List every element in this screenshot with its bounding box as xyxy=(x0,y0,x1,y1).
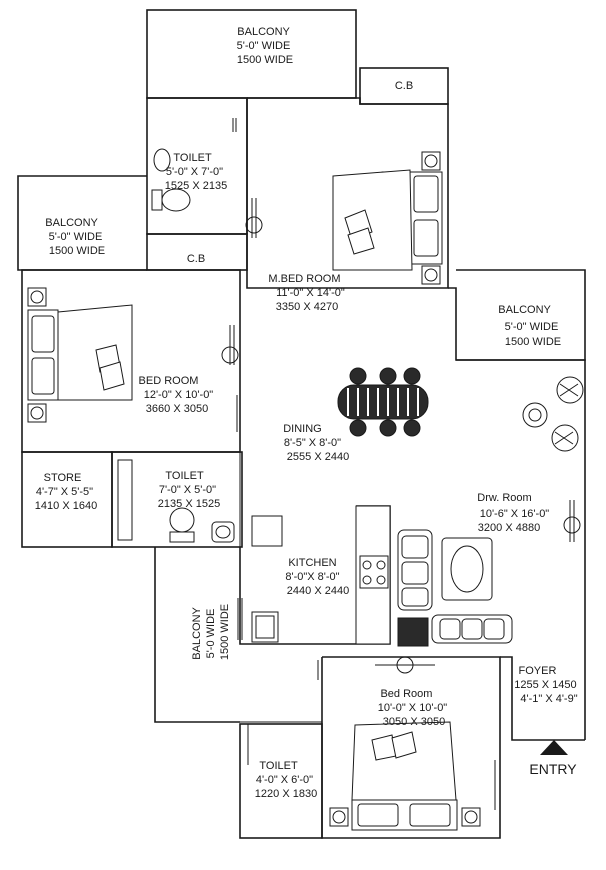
entry-arrow-icon xyxy=(540,740,568,755)
walls xyxy=(17,9,586,839)
label-store: STORE 4'-7" X 5'-5" 1410 X 1640 xyxy=(35,472,97,512)
label-master-bedroom: M.BED ROOM 11'-0" X 14'-0" 3350 X 4270 xyxy=(268,273,347,313)
label-balcony-right: BALCONY 5'-0" WIDE 1500 WIDE xyxy=(498,304,561,348)
master-bed xyxy=(332,151,443,285)
dining-table xyxy=(337,367,429,437)
toilet-fixtures xyxy=(117,148,235,543)
label-cb-top: C.B xyxy=(395,80,413,92)
label-foyer: FOYER 1255 X 1450 4'-1" X 4'-9" xyxy=(514,665,579,705)
sofa-set xyxy=(397,529,513,647)
doors xyxy=(221,118,581,810)
label-toilet-bottom: TOILET 4'-0" X 6'-0" 1220 X 1830 xyxy=(255,760,317,800)
kitchen-fixtures xyxy=(251,505,391,645)
bottom-bed xyxy=(329,721,481,831)
label-drawing-room: Drw. Room 10'-6" X 16'-0" 3200 X 4880 xyxy=(477,492,552,534)
label-bedroom-bottom: Bed Room 10'-0" X 10'-0" 3050 X 3050 xyxy=(378,688,451,728)
label-balcony-vertical: BALCONY 5'-0 WIDE 1500 WIDE xyxy=(191,604,231,660)
lounge-chairs xyxy=(522,376,584,452)
label-balcony-left: BALCONY 5'-0" WIDE 1500 WIDE xyxy=(45,217,105,257)
entry-label: ENTRY xyxy=(529,761,577,777)
label-toilet-middle: TOILET 7'-0" X 5'-0" 2135 X 1525 xyxy=(158,470,220,510)
label-kitchen: KITCHEN 8'-0"X 8'-0" 2440 X 2440 xyxy=(285,557,349,597)
label-bedroom-left: BED ROOM 12'-0" X 10'-0" 3660 X 3050 xyxy=(139,375,217,415)
label-toilet-master: TOILET 5'-0" X 7'-0" 1525 X 2135 xyxy=(165,152,227,192)
label-cb-left: C.B xyxy=(187,253,205,265)
room-labels: BALCONY 5'-0" WIDE 1500 WIDE C.B TOILET … xyxy=(35,26,579,800)
left-bed xyxy=(27,287,133,423)
label-balcony-top: BALCONY 5'-0" WIDE 1500 WIDE xyxy=(237,26,294,66)
label-dining: DINING 8'-5" X 8'-0" 2555 X 2440 xyxy=(283,423,349,463)
